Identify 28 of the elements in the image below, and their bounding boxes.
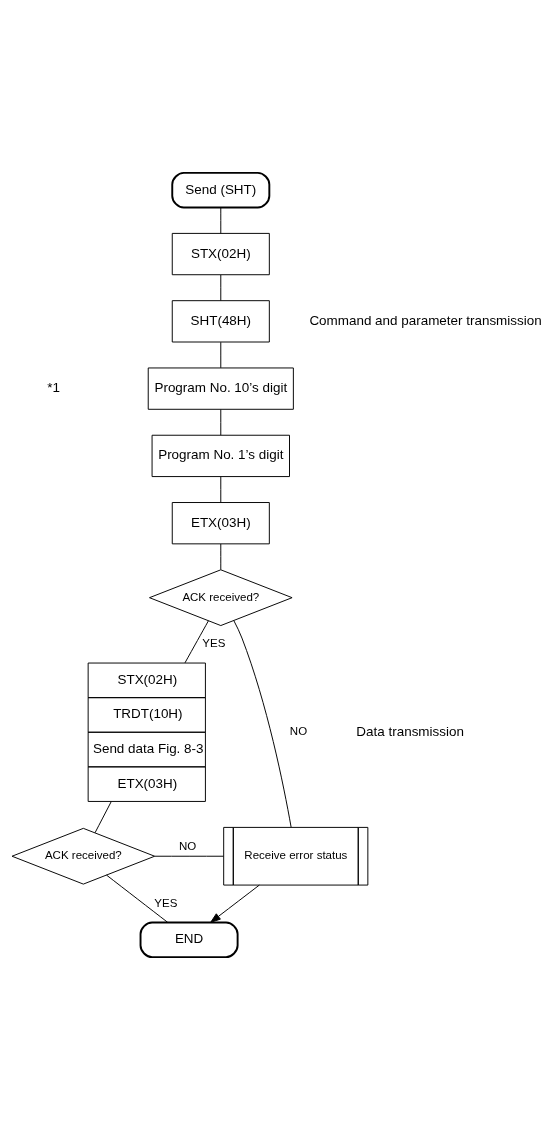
arrow [210,884,260,923]
label: *1 [47,380,60,396]
connector [94,801,112,834]
node-diamond: ACK received? [11,827,156,885]
connector [220,341,222,369]
connector [184,620,209,664]
label: Command and parameter transmission [309,312,542,328]
edge-label: NO [178,840,197,853]
connector [220,476,222,503]
connector [220,274,222,302]
node-diamond: ACK received? [149,569,293,627]
connector [154,855,224,857]
connector [220,207,222,234]
edge-label: NO [289,725,308,738]
label: Data transmission [356,723,464,739]
edge-label: YES [154,896,178,909]
connector [233,620,292,828]
node-box: Send (SHT) [171,171,271,209]
node-box: END [139,921,239,959]
edge-label: YES [202,637,226,650]
node-box: SHT(48H) [171,300,270,343]
connector [106,874,169,923]
connector [220,543,222,571]
node-box: ETX(03H) [171,502,270,545]
connector [220,409,222,436]
node-box: Program No. 1’s digit [151,434,290,478]
node-box: Program No. 10’s digit [147,367,294,410]
node-box: STX(02H) [171,232,270,276]
